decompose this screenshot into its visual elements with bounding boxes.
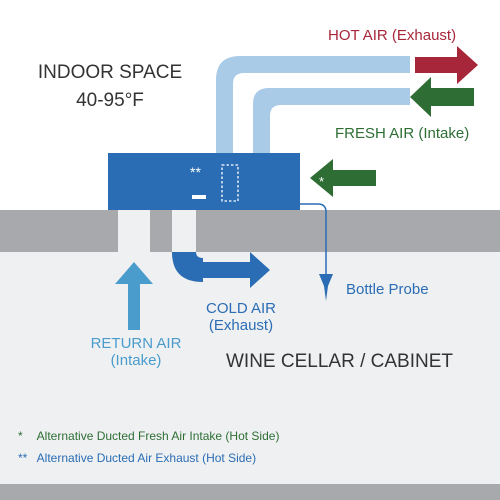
footnote-fresh-air: * Alternative Ducted Fresh Air Intake (H… (18, 429, 280, 444)
unit-indicator-bar (192, 195, 206, 199)
hot-air-arrow (415, 46, 478, 84)
cold-air-label-line1: COLD AIR (205, 300, 277, 317)
cold-air-label-line2: (Exhaust) (208, 317, 274, 335)
fresh-air-label: FRESH AIR (Intake) (335, 125, 470, 142)
return-air-opening (118, 210, 150, 252)
cellar-area (0, 250, 500, 484)
hot-exhaust-duct (216, 56, 410, 156)
indoor-temperature-range: 40-95°F (76, 90, 144, 111)
bottom-strip (0, 484, 500, 500)
bottle-probe-label: Bottle Probe (346, 281, 429, 298)
cooling-unit (108, 153, 300, 210)
footnote-mark: * (18, 429, 23, 443)
hot-air-label: HOT AIR (Exhaust) (328, 27, 457, 44)
cold-air-duct-elbow (172, 252, 203, 282)
return-air-label-line2: (Intake) (110, 352, 162, 370)
alt-fresh-air-marker: * (319, 174, 324, 189)
return-air-label: RETURN AIR (Intake) (80, 335, 192, 370)
probe-sensor (319, 274, 333, 301)
footnote-mark: ** (18, 451, 28, 465)
probe-cable (300, 203, 327, 274)
footnote-text: Alternative Ducted Air Exhaust (Hot Side… (36, 451, 257, 465)
indoor-space-title: INDOOR SPACE (37, 62, 183, 83)
unit-display-marker: ** (190, 164, 201, 180)
cold-air-arrow (203, 252, 270, 288)
return-air-label-line1: RETURN AIR (90, 335, 182, 352)
wine-cellar-label: WINE CELLAR / CABINET (226, 351, 453, 372)
unit-display-slot (221, 164, 239, 202)
fresh-air-arrow (410, 77, 474, 117)
footnote-text: Alternative Ducted Fresh Air Intake (Hot… (36, 429, 280, 443)
fresh-intake-duct (253, 88, 410, 156)
cold-air-label: COLD AIR (Exhaust) (195, 300, 287, 335)
return-air-arrow (115, 262, 153, 330)
wall-slab (0, 210, 500, 252)
footnote-air-exhaust: ** Alternative Ducted Air Exhaust (Hot S… (18, 451, 257, 466)
alt-fresh-air-arrow (310, 159, 376, 197)
